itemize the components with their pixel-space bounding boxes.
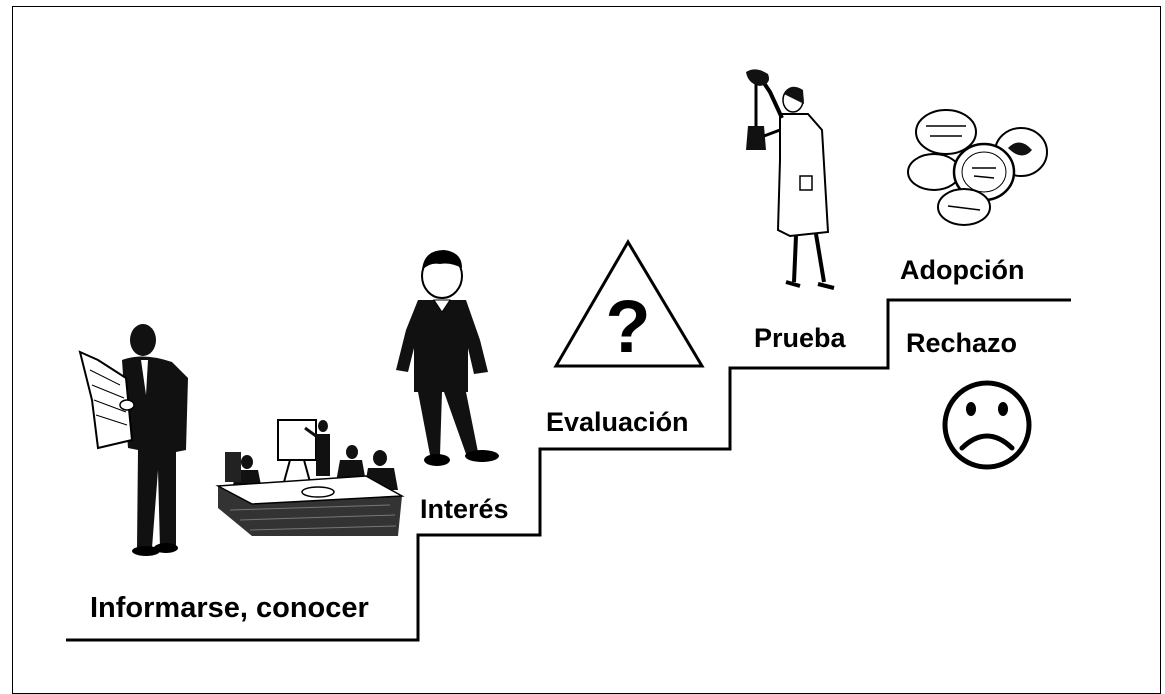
staircase-line <box>66 298 1071 642</box>
label-prueba: Prueba <box>754 323 847 353</box>
scientist-with-flask-icon <box>746 69 835 290</box>
sad-face-icon <box>942 380 1032 470</box>
label-informarse: Informarse, conocer <box>90 592 369 624</box>
man-reading-newspaper-icon <box>78 324 188 556</box>
warning-triangle-question-icon: ? <box>553 239 705 368</box>
label-evaluacion: Evaluación <box>546 407 689 437</box>
meeting-presentation-icon <box>215 419 405 536</box>
label-adopcion: Adopción <box>900 255 1024 285</box>
label-rechazo: Rechazo <box>906 328 1017 358</box>
standing-boy-icon <box>396 250 499 466</box>
label-interes: Interés <box>420 494 509 524</box>
question-mark: ? <box>605 285 650 368</box>
coins-icon <box>907 109 1048 226</box>
